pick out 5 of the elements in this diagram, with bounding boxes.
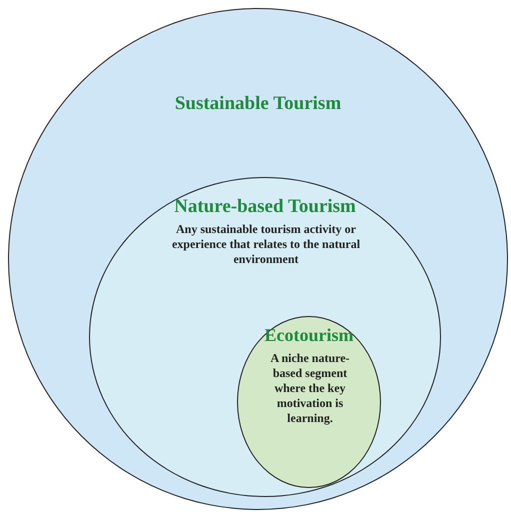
circle-heading: Nature-based Tourism [173, 196, 357, 218]
circle-heading: Ecotourism [264, 325, 354, 346]
circle-description: A niche nature-based segment where the key motivation is learning. [269, 351, 351, 426]
circle-description: Any sustainable tourism activity or experience that relates to the natural environment [170, 222, 362, 267]
circle-heading: Sustainable Tourism [174, 93, 342, 115]
